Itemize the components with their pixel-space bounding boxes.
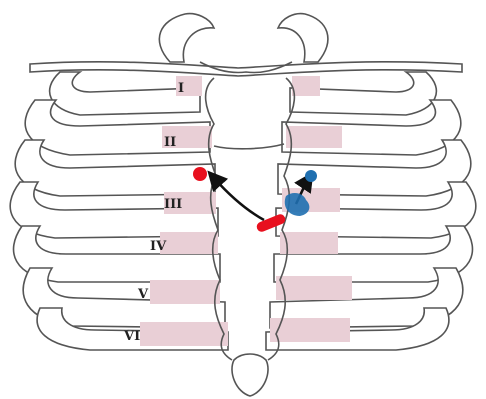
blue-dot xyxy=(305,170,317,182)
first-rib-left xyxy=(159,14,214,62)
black-arrow xyxy=(214,178,264,220)
left-cartilage-4 xyxy=(160,232,218,254)
right-cartilage-2 xyxy=(286,126,342,148)
first-rib-right xyxy=(278,14,328,62)
sternal-angle xyxy=(214,144,284,149)
clavicle xyxy=(30,62,462,76)
rib-label-2: II xyxy=(164,135,176,150)
rib-label-5: V xyxy=(137,287,149,302)
red-dot xyxy=(193,167,207,181)
rib-label-1: I xyxy=(178,81,184,96)
rib-label-4: IV xyxy=(150,239,167,254)
right-cartilage-1 xyxy=(292,76,320,96)
right-cartilage-4 xyxy=(280,232,338,254)
left-cartilage-5 xyxy=(150,280,220,304)
right-cartilage-5 xyxy=(276,276,352,300)
rib-label-3: III xyxy=(164,197,182,212)
xiphoid-process xyxy=(232,354,268,396)
left-cartilage-6 xyxy=(140,322,228,346)
rib-label-6: VI xyxy=(123,329,140,344)
